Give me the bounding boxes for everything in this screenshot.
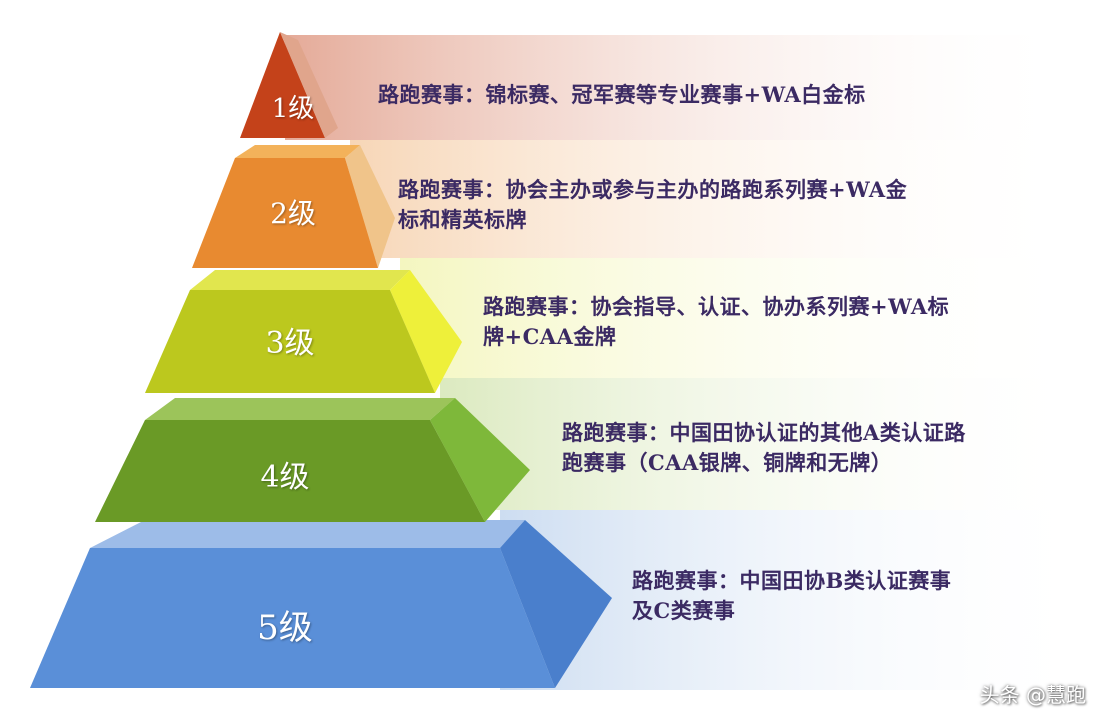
watermark: 头条 @慧跑 <box>979 683 1086 707</box>
level-2-side <box>345 145 395 268</box>
level-1-label: 1级 <box>271 94 315 124</box>
level-1-line-1: 路跑赛事：锦标赛、冠军赛等专业赛事+WA白金标 <box>378 82 866 107</box>
level-5-description: 路跑赛事：中国田协B类认证赛事 及C类赛事 <box>632 566 951 626</box>
level-2-line-1: 路跑赛事：协会主办或参与主办的路跑系列赛+WA金 <box>398 177 908 202</box>
level-1-side <box>280 32 338 138</box>
level-2-front <box>192 158 378 268</box>
level-3-top <box>190 270 410 290</box>
level-5-top <box>90 520 525 548</box>
level-4-top <box>145 398 455 420</box>
level-5-line-1: 路跑赛事：中国田协B类认证赛事 <box>632 568 952 593</box>
level-5-front <box>30 548 555 688</box>
band-5 <box>500 510 1095 690</box>
level-4-line-2: 跑赛事（CAA银牌、铜牌和无牌） <box>562 450 893 475</box>
level-4-description: 路跑赛事：中国田协认证的其他A类认证路 跑赛事（CAA银牌、铜牌和无牌） <box>562 418 966 478</box>
level-4-label: 4级 <box>260 460 310 495</box>
level-3-line-1: 路跑赛事：协会指导、认证、协办系列赛+WA标 <box>483 294 950 319</box>
level-3-description: 路跑赛事：协会指导、认证、协办系列赛+WA标 牌+CAA金牌 <box>483 292 949 352</box>
level-3-front <box>145 290 435 393</box>
level-5-line-2: 及C类赛事 <box>632 598 736 623</box>
level-3-side <box>390 270 462 393</box>
band-1 <box>285 35 1075 140</box>
level-4-front <box>95 420 485 522</box>
band-4 <box>440 378 1090 510</box>
level-3-line-2: 牌+CAA金牌 <box>483 324 617 349</box>
band-2 <box>350 140 1080 258</box>
level-4-side <box>430 398 530 522</box>
level-1-description: 路跑赛事：锦标赛、冠军赛等专业赛事+WA白金标 <box>378 80 866 110</box>
level-2-top <box>235 145 360 158</box>
band-3 <box>400 258 1085 378</box>
level-5-side <box>500 520 612 688</box>
level-2-description: 路跑赛事：协会主办或参与主办的路跑系列赛+WA金 标和精英标牌 <box>398 175 907 235</box>
level-1-front <box>240 32 325 138</box>
level-2-line-2: 标和精英标牌 <box>398 207 527 232</box>
level-3-label: 3级 <box>265 326 315 361</box>
level-2-label: 2级 <box>270 197 316 230</box>
level-5-label: 5级 <box>257 608 313 648</box>
level-4-line-1: 路跑赛事：中国田协认证的其他A类认证路 <box>562 420 966 445</box>
